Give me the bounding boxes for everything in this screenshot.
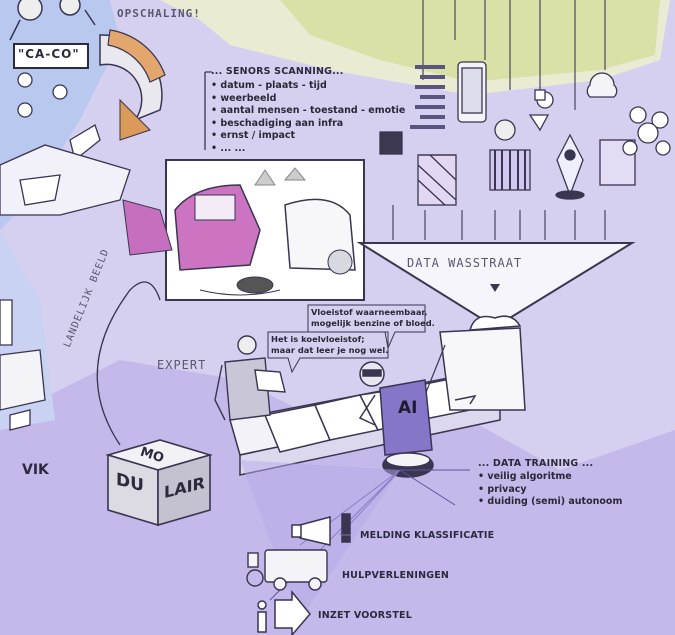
training-item: privacy bbox=[478, 484, 622, 497]
sensor-item: beschadiging aan infra bbox=[211, 118, 405, 131]
youtube-icon bbox=[651, 111, 669, 129]
location-pin-icon bbox=[556, 133, 584, 197]
vik-label: VIK bbox=[22, 462, 49, 478]
cloud-icon bbox=[586, 72, 618, 98]
sensor-item: ... ... bbox=[211, 143, 405, 151]
left-desk bbox=[0, 299, 46, 431]
green-paper-inner bbox=[280, 0, 660, 82]
sensor-item: datum - plaats - tijd bbox=[211, 80, 405, 93]
training-list: veilig algoritme privacy duiding (semi) … bbox=[478, 471, 622, 509]
expert-label: EXPERT bbox=[157, 358, 207, 372]
landelijk-arrow bbox=[96, 281, 161, 446]
tiktok-icon bbox=[629, 106, 647, 124]
ambulance-icon bbox=[246, 549, 328, 591]
bubble-line: Vloeistof waarneembaar, bbox=[311, 307, 428, 317]
sensor-item: ernst / impact bbox=[211, 130, 405, 143]
user-icon bbox=[637, 122, 659, 144]
caco-label: "CA-CO" bbox=[18, 47, 80, 61]
instagram-icon bbox=[622, 140, 638, 156]
people-icons-left bbox=[0, 72, 131, 216]
opschaling-label: OPSCHALING! bbox=[117, 7, 201, 20]
sensors-title: ... SENORS SCANNING... bbox=[211, 66, 344, 77]
training-item: veilig algoritme bbox=[478, 471, 622, 484]
dulair-box bbox=[105, 439, 213, 527]
inzet-voorstel-label: INZET VOORSTEL bbox=[318, 610, 412, 621]
bubble-line: maar dat leer je nog wel. bbox=[271, 344, 389, 355]
arrow-person-icon bbox=[257, 589, 311, 635]
opschaling-figures bbox=[9, 0, 96, 41]
bubble-line: mogelijk benzine of bloed. bbox=[311, 317, 435, 328]
expert-figure bbox=[214, 335, 286, 421]
bubble-line: Het is koelvloeistof; bbox=[271, 334, 365, 344]
eye-icon bbox=[494, 119, 516, 141]
caco-dial bbox=[13, 29, 166, 141]
sensors-list: datum - plaats - tijd weerbeeld aantal m… bbox=[211, 80, 405, 151]
data-wasstraat-label: DATA WASSTRAAT bbox=[407, 256, 523, 270]
sensor-item: aantal mensen - toestand - emotie bbox=[211, 105, 405, 118]
funnel-icon bbox=[490, 284, 500, 292]
bubble-koelvloeistof-outline bbox=[267, 331, 389, 374]
melding-label: MELDING KLASSIFICATIE bbox=[360, 530, 495, 541]
sensors-bracket bbox=[204, 71, 212, 150]
hulpverleningen-label: HULPVERLENINGEN bbox=[342, 570, 450, 581]
bubble-koelvloeistof: Het is koelvloeistof; maar dat leer je n… bbox=[271, 334, 388, 355]
facebook-icon bbox=[655, 140, 671, 156]
training-item: duiding (semi) autonoom bbox=[478, 496, 622, 509]
ai-label: AI bbox=[398, 398, 418, 418]
bubble-vloeistof: Vloeistof waarneembaar, mogelijk benzine… bbox=[311, 307, 435, 328]
signal-bars bbox=[410, 65, 445, 129]
sensor-item: weerbeeld bbox=[211, 93, 405, 106]
sensor-icons bbox=[379, 61, 671, 206]
accident-photo bbox=[122, 159, 365, 301]
megaphone-icon bbox=[291, 513, 351, 546]
training-title: ... DATA TRAINING ... bbox=[478, 458, 594, 469]
ai-robot bbox=[358, 361, 434, 478]
sensor-lines bbox=[392, 0, 606, 240]
